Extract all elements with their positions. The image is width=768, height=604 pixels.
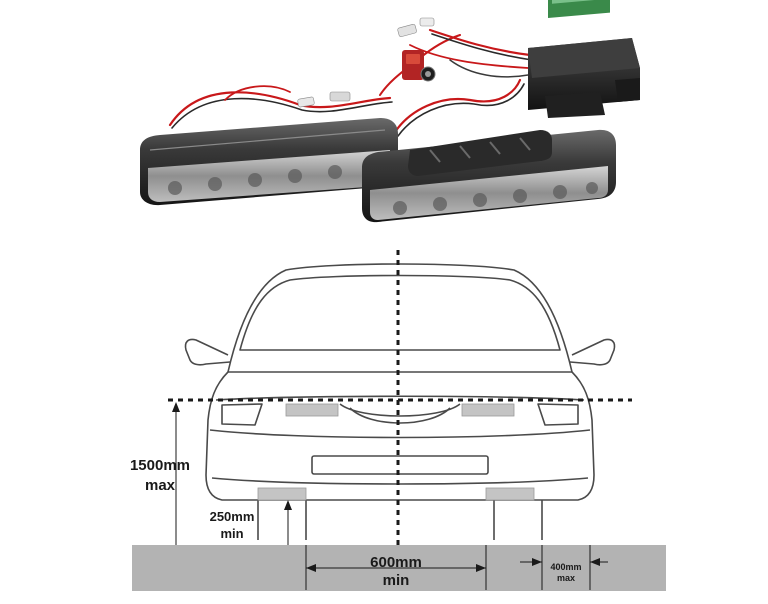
wire-connectors <box>297 17 436 108</box>
height-min-value: 250mm <box>210 509 255 524</box>
drl-marker-upper-right <box>461 403 515 417</box>
height-min-suffix: min <box>220 526 243 541</box>
dimension-labels: 1500mm max 250mm min 600mm min 400mm max <box>130 457 582 589</box>
car-front-outline-icon <box>184 263 616 540</box>
height-max-value: 1500mm <box>130 457 190 474</box>
led-lamp-right-icon <box>362 129 616 223</box>
led-lamp-left-icon <box>140 118 398 206</box>
edge-max-suffix: max <box>557 573 575 583</box>
drl-marker-upper-left <box>285 403 339 417</box>
dimension-lines <box>172 402 608 590</box>
drl-position-markers <box>257 403 535 501</box>
product-photo <box>140 0 640 223</box>
edge-max-value: 400mm <box>550 562 581 572</box>
spacing-min-suffix: min <box>383 572 410 589</box>
height-max-suffix: max <box>145 477 176 494</box>
reference-lines <box>168 250 632 545</box>
spacing-min-value: 600mm <box>370 554 422 571</box>
drl-marker-lower-right <box>485 487 535 501</box>
drl-marker-lower-left <box>257 487 307 501</box>
wiring-harness <box>168 28 533 137</box>
control-box-icon <box>528 0 640 118</box>
